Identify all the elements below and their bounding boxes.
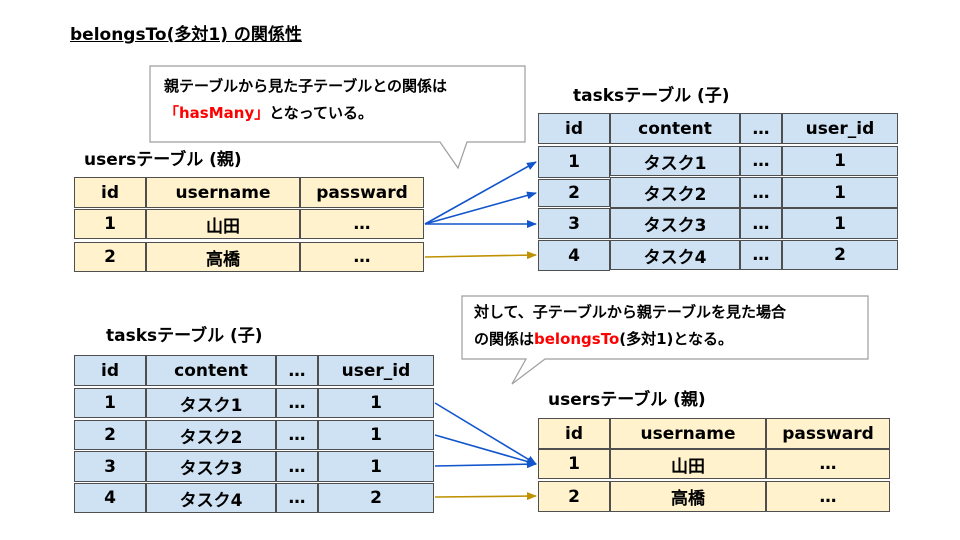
top-callout-highlight: 「hasMany」 [164,104,270,122]
bottom-callout-highlight: belongsTo [534,330,620,348]
top-tasks-row3-id: 3 [538,208,610,239]
top-users-row1-id: 1 [74,209,146,239]
bottom-callout-line2: の関係はbelongsTo(多対1)となる。 [474,326,786,353]
bottom-users-row2-passward: … [766,481,890,512]
top-tasks-row1-id: 1 [538,146,610,178]
top-tasks-row2-id: 2 [538,179,610,207]
top-tasks-row4-content: タスク4 [610,240,740,270]
top-tasks-row1-content: タスク1 [610,146,740,176]
bottom-users-row1-username: 山田 [610,449,766,479]
bottom-tasks-row3-id: 3 [74,451,146,482]
top-tasks-header-ellipsis: … [740,113,782,144]
bottom-users-row1-passward: … [766,449,890,479]
bottom-tasks-row3-user-id: 1 [318,451,434,482]
bottom-users-row2-username: 高橋 [610,481,766,512]
top-arrow-user1-task1 [424,161,537,225]
top-users-table-label: usersテーブル (親) [84,150,242,170]
top-tasks-header-id: id [538,113,610,144]
bottom-tasks-row2-ellipsis: … [276,420,318,450]
bottom-callout-text: 対して、子テーブルから親テーブルを見た場合 の関係はbelongsTo(多対1)… [474,299,786,353]
bottom-users-header-username: username [610,418,766,449]
bottom-users-row2-id: 2 [538,481,610,512]
top-tasks-row1-ellipsis: … [740,146,782,176]
top-users-row1-username: 山田 [146,209,300,239]
top-callout-line2-rest: となっている。 [269,104,374,122]
bottom-callout-bubble [461,295,869,385]
bottom-tasks-header-user-id: user_id [318,355,434,386]
top-tasks-row3-ellipsis: … [740,208,782,239]
bottom-arrow-task3-user1 [434,460,537,469]
bottom-callout-line1: 対して、子テーブルから親テーブルを見た場合 [474,303,787,321]
bottom-tasks-row4-content: タスク4 [146,483,276,513]
top-arrow-user1-task2 [424,191,537,225]
top-callout-text: 親テーブルから見た子テーブルとの関係は 「hasMany」となっている。 [164,73,447,127]
top-tasks-row4-id: 4 [538,240,610,271]
top-users-row2-username: 高橋 [146,242,300,272]
bottom-tasks-row2-content: タスク2 [146,420,276,450]
bottom-users-table-label: usersテーブル (親) [548,390,706,410]
top-users-header-passward: passward [300,177,424,208]
bottom-users-header-passward: passward [766,418,890,449]
top-tasks-header-user-id: user_id [782,113,898,144]
bottom-arrow-task1-user1 [434,402,537,465]
top-tasks-table-label: tasksテーブル (子) [573,86,730,106]
top-users-row2-passward: … [300,242,424,272]
bottom-tasks-row1-id: 1 [74,388,146,418]
top-tasks-row3-user-id: 1 [782,208,898,239]
top-callout-bubble [149,65,526,170]
bottom-tasks-row3-content: タスク3 [146,451,276,482]
top-callout-line1: 親テーブルから見た子テーブルとの関係は [164,77,448,95]
top-tasks-row3-content: タスク3 [610,208,740,239]
bottom-tasks-header-id: id [74,355,146,386]
page-title: belongsTo(多対1) の関係性 [70,25,302,45]
bottom-tasks-header-ellipsis: … [276,355,318,386]
top-users-row1-passward: … [300,209,424,239]
bottom-arrow-task2-user1 [434,434,537,466]
top-tasks-row2-content: タスク2 [610,177,740,208]
top-tasks-row2-user-id: 1 [782,177,898,208]
bottom-tasks-table-label: tasksテーブル (子) [106,326,263,346]
bottom-users-header-id: id [538,418,610,449]
top-callout-line2: 「hasMany」となっている。 [164,100,447,127]
top-tasks-row4-ellipsis: … [740,240,782,270]
top-users-header-id: id [74,177,146,208]
bottom-users-row1-id: 1 [538,449,610,479]
top-tasks-header-content: content [610,113,740,144]
top-tasks-row4-user-id: 2 [782,240,898,270]
top-tasks-row1-user-id: 1 [782,146,898,176]
top-users-row2-id: 2 [74,242,146,272]
bottom-callout-line2-post: (多対1)となる。 [619,330,733,348]
bottom-tasks-row2-id: 2 [74,420,146,450]
bottom-tasks-row4-user-id: 2 [318,483,434,513]
bottom-tasks-row2-user-id: 1 [318,420,434,450]
top-users-header-username: username [146,177,300,208]
bottom-tasks-row1-content: タスク1 [146,388,276,418]
bottom-tasks-row1-ellipsis: … [276,388,318,418]
bottom-tasks-row3-ellipsis: … [276,451,318,482]
bottom-callout-line2-pre: の関係は [474,330,535,348]
bottom-tasks-header-content: content [146,355,276,386]
bottom-tasks-row1-user-id: 1 [318,388,434,418]
bottom-arrow-task4-user2 [434,492,537,501]
bottom-tasks-row4-ellipsis: … [276,483,318,513]
top-arrow-user2-task4 [424,251,537,260]
top-tasks-row2-ellipsis: … [740,177,782,208]
bottom-tasks-row4-id: 4 [74,483,146,513]
